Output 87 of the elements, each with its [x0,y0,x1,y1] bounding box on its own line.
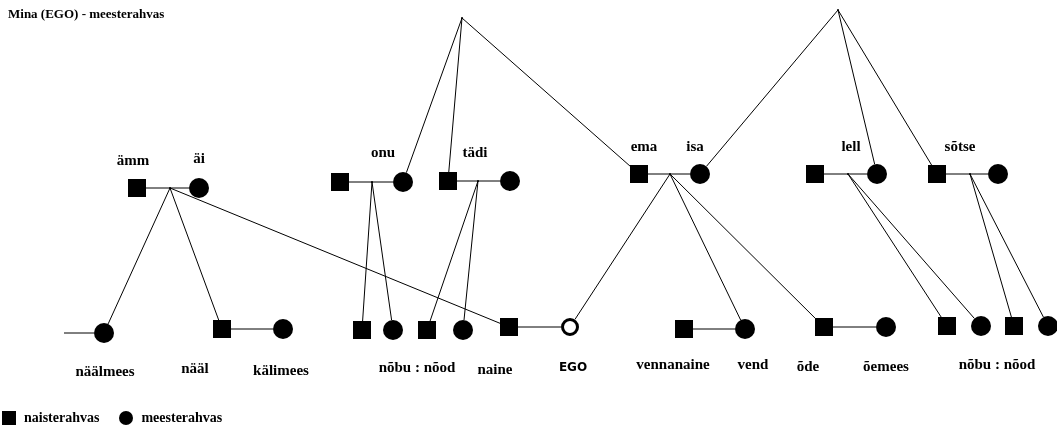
square-symbol [928,165,946,183]
kin-term: isa [686,137,704,155]
kinship-line [832,326,877,328]
square-symbol [630,165,648,183]
legend-label: meesterahvas [141,410,223,426]
kin-term: nääl [181,359,209,377]
kinship-line [477,180,501,182]
square-symbol [331,173,349,191]
kinship-line [517,326,562,328]
square-symbol [353,321,371,339]
kinship-line [461,17,631,167]
circle-symbol [1038,316,1057,336]
kinship-line [371,181,394,183]
kin-term: õemees [863,357,909,375]
kinship-line [669,173,816,319]
circle-symbol [500,171,520,191]
kinship-line [837,9,933,166]
kinship-line [63,332,95,334]
kin-term: nõbu : nõod [378,358,456,376]
kinship-line [969,173,1012,318]
circle-symbol [735,319,755,339]
square-symbol [815,318,833,336]
kin-term: vennanaine [636,355,710,373]
kinship-line [847,173,868,175]
legend-label: naisterahvas [24,410,100,426]
kinship-line [669,173,742,321]
circle-symbol [94,323,114,343]
kin-term: vend [737,355,769,373]
kin-term: sõtse [944,137,976,155]
kinship-line [847,173,975,319]
square-symbol [439,172,457,190]
kinship-line [692,328,736,330]
kinship-line [705,9,839,167]
kinship-line [463,180,479,321]
kinship-line [169,187,501,324]
kinship-line [969,173,989,175]
kin-term: nõbu : nõod [958,355,1036,373]
square-symbol [128,179,146,197]
kin-term: õde [796,357,820,375]
square-symbol [418,321,436,339]
kin-term: ämm [116,151,150,169]
square-symbol [1005,317,1023,335]
kin-term: onu [370,143,396,161]
kinship-line [169,187,190,189]
kin-term: EGO [558,360,588,374]
square-symbol [213,320,231,338]
kinship-line [107,187,171,325]
kinship-line [969,173,1044,318]
circle-symbol [988,164,1008,184]
circle-symbol [971,316,991,336]
kinship-line [448,17,463,173]
circle-symbol [453,320,473,340]
square-symbol [500,318,518,336]
kinship-line [456,180,479,182]
kinship-line [371,181,393,321]
circle-symbol [690,164,710,184]
kinship-line [145,187,171,189]
kinship-line [823,173,849,175]
kinship-line [429,180,479,322]
ring-symbol [561,318,579,336]
kinship-line [169,187,220,321]
kinship-line [669,173,691,175]
kin-term: kälimees [253,361,309,379]
kinship-line [945,173,971,175]
kinship-line [362,181,373,322]
kin-term: lell [841,137,861,155]
kin-term: äi [193,149,205,167]
circle-symbol [189,178,209,198]
kinship-line [405,17,463,174]
square-symbol [806,165,824,183]
kin-term: tädi [462,143,488,161]
kinship-line [837,9,876,165]
kinship-line [348,181,373,183]
kin-term: naine [477,360,513,378]
square-symbol [675,320,693,338]
circle-symbol [393,172,413,192]
square-symbol [938,317,956,335]
kinship-line [574,173,671,320]
kinship-line [230,328,274,330]
diagram-title: Mina (EGO) - meesterahvas [8,6,165,22]
circle-symbol [383,320,403,340]
kinship-line [647,173,671,175]
circle-symbol [867,164,887,184]
circle-symbol [273,319,293,339]
kin-term: ema [630,137,658,155]
kin-term: näälmees [75,362,135,380]
circle-symbol [876,317,896,337]
